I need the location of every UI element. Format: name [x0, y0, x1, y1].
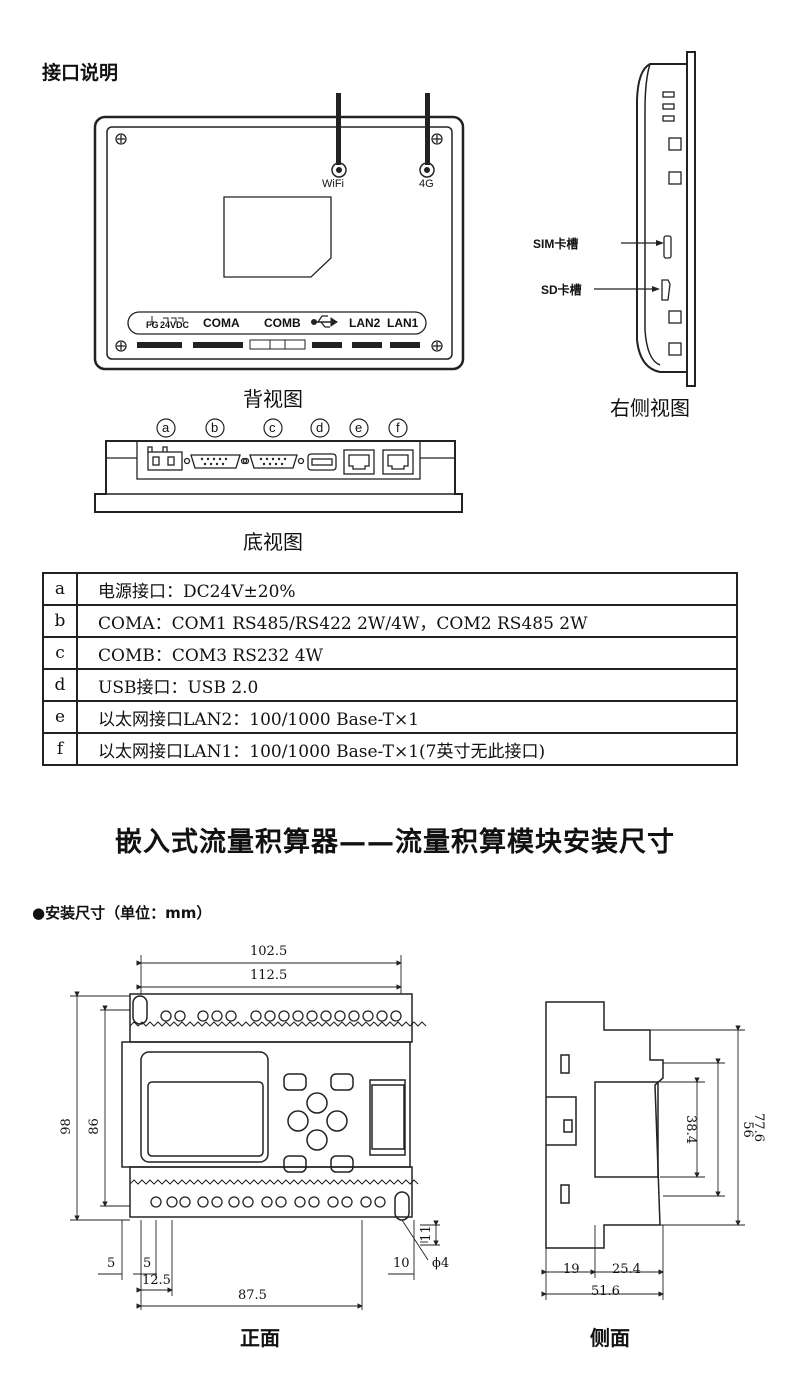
- dim-front-w1: 102.5: [250, 944, 288, 959]
- right-view-caption: 右侧视图: [610, 396, 690, 420]
- port-label-lan2: LAN2: [349, 316, 381, 330]
- bottom-view-caption: 底视图: [243, 530, 303, 554]
- db9-comb: [242, 454, 305, 469]
- port-label-comb: COMB: [264, 316, 301, 330]
- dim-side-h3: 77.6: [750, 1113, 766, 1142]
- rj45-lan1: [382, 449, 414, 475]
- module-title: 嵌入式流量积算器——流量积算模块安装尺寸: [115, 827, 675, 858]
- screw-icon: [115, 133, 443, 352]
- marker-f: f: [396, 420, 400, 435]
- dim-side-b1: 19: [563, 1262, 580, 1277]
- side-view: [545, 1001, 664, 1249]
- dim-front-b6: 11: [418, 1225, 434, 1242]
- dim-front-h1: 98: [58, 1118, 74, 1135]
- front-view-caption: 正面: [240, 1326, 280, 1350]
- dim-front-b5: 10: [393, 1256, 410, 1271]
- interface-diagram: [93, 51, 696, 513]
- dim-front-b4: 87.5: [238, 1288, 267, 1303]
- power-terminal: [147, 446, 183, 471]
- marker-b: b: [211, 420, 219, 435]
- dim-front-b2: 5: [143, 1256, 152, 1271]
- marker-c: c: [269, 420, 276, 435]
- dim-side-b3: 51.6: [591, 1284, 620, 1299]
- right-side-view: [594, 51, 696, 387]
- 4g-label: 4G: [419, 178, 434, 190]
- 4g-antenna: [425, 93, 430, 165]
- sd-slot-label: SD卡槽: [541, 283, 582, 297]
- dim-front-b3: 12.5: [142, 1273, 171, 1288]
- module-subtitle: ●安装尺寸（单位：mm）: [32, 904, 212, 922]
- port-label-fg: FG: [146, 320, 159, 330]
- dim-side-h1: 38.4: [682, 1115, 698, 1144]
- port-label-24vdc: 24VDC: [160, 320, 190, 330]
- usb-port: [307, 453, 337, 471]
- section-title: 接口说明: [42, 62, 119, 84]
- port-label-lan1: LAN1: [387, 316, 419, 330]
- bottom-view: [94, 418, 463, 513]
- dim-side-b2: 25.4: [612, 1262, 641, 1277]
- dim-front-hole: ϕ4: [432, 1256, 450, 1271]
- rj45-lan2: [343, 449, 375, 475]
- usb-icon: [311, 315, 338, 328]
- module-dimension-drawing: [70, 955, 745, 1310]
- dim-front-h2: 86: [86, 1118, 102, 1135]
- db9-coma: [183, 454, 248, 469]
- marker-a: a: [162, 420, 170, 435]
- dim-front-b1: 5: [107, 1256, 116, 1271]
- back-view-caption: 背视图: [243, 387, 303, 411]
- wifi-label: WiFi: [322, 178, 344, 190]
- port-label-coma: COMA: [203, 316, 240, 330]
- side-view-caption: 侧面: [590, 1326, 630, 1350]
- back-view: [93, 93, 465, 371]
- wifi-antenna: [336, 93, 341, 165]
- front-view: [121, 993, 413, 1221]
- marker-e: e: [355, 420, 363, 435]
- dim-front-w2: 112.5: [250, 968, 288, 983]
- marker-d: d: [316, 420, 324, 435]
- sim-slot-label: SIM卡槽: [533, 237, 579, 251]
